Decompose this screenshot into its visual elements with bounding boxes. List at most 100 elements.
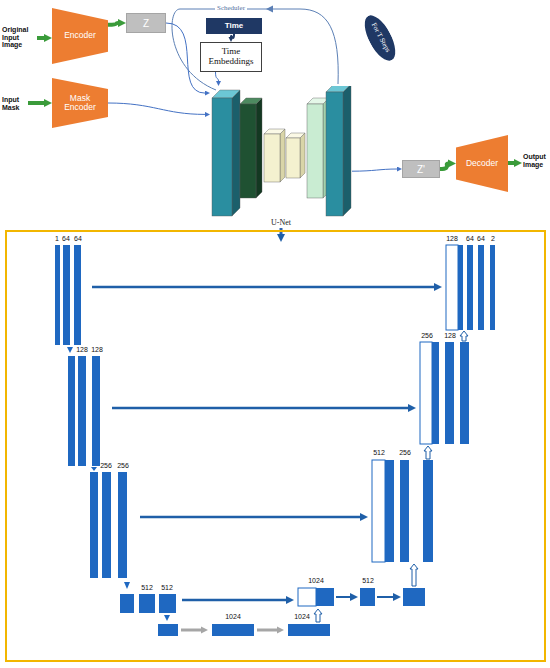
feature-map: [423, 460, 433, 562]
embedding-box: Time Embeddings: [200, 42, 262, 72]
ellipse-outline: [359, 11, 402, 65]
skip-connection: [92, 286, 434, 289]
feature-map: [467, 245, 473, 330]
unet-layer: [326, 92, 343, 216]
feature-map: [90, 472, 98, 578]
conv-arrow: [181, 629, 201, 632]
detail-frame: [6, 231, 545, 661]
latent-box: Z: [126, 13, 166, 33]
node-text: Z': [417, 164, 425, 175]
node-text: Encoder: [64, 31, 96, 40]
channel-count: 1024: [294, 613, 310, 621]
feature-map: [74, 245, 81, 345]
feature-map: [139, 594, 155, 613]
flow-arrow: [440, 164, 448, 170]
input-label: Input Mask: [2, 96, 26, 111]
unet-block-shape: [210, 86, 352, 228]
flow-arrow: [108, 23, 118, 25]
pool-mark: [67, 347, 73, 353]
feature-map: [118, 472, 127, 578]
channel-count: 512: [161, 584, 173, 592]
feature-map: [432, 342, 439, 444]
channel-count: 256: [399, 449, 411, 457]
conv-arrow: [257, 629, 277, 632]
time-box: Time: [206, 18, 262, 34]
channel-count: 512: [141, 584, 153, 592]
unet-layer: [286, 138, 300, 178]
unet-layer-side: [256, 98, 262, 198]
trapezoid-outline: [52, 8, 108, 64]
pool-mark: [124, 582, 130, 589]
unet-layer-side: [280, 129, 285, 182]
feature-map: [92, 356, 100, 466]
unet-layer-top: [307, 98, 329, 104]
copied-map: [446, 245, 458, 330]
unet-layer-side: [343, 86, 351, 216]
loop-badge: For T Steps: [359, 11, 402, 65]
channel-count: 128: [444, 332, 456, 340]
channel-count: 128: [76, 346, 88, 354]
input-line: [216, 72, 219, 81]
feature-map: [68, 356, 75, 466]
node-text: Time: [225, 22, 244, 31]
pool-mark: [164, 615, 170, 621]
output-line: [352, 169, 397, 171]
scheduler-arrow-head: [266, 6, 273, 13]
unet-layer: [264, 134, 280, 182]
channel-count: 256: [421, 332, 433, 340]
conv-arrow: [336, 596, 350, 598]
node-text: U-Net: [271, 219, 291, 228]
upsample-arrow: [424, 446, 432, 459]
feature-map: [400, 460, 409, 562]
unet-layer-top: [240, 98, 262, 104]
channel-count: 128: [446, 235, 458, 243]
feature-map: [458, 245, 463, 330]
feature-map: [360, 588, 375, 606]
upsample-arrow: [460, 331, 468, 341]
feature-map: [445, 342, 454, 444]
channel-count: 512: [373, 449, 385, 457]
unet-layer-top: [286, 133, 305, 138]
node-text: Decoder: [466, 159, 498, 168]
copied-map: [298, 588, 316, 606]
input-arrow: [28, 101, 44, 105]
node-text: Time Embeddings: [201, 47, 261, 67]
unet-block: U-Net: [210, 86, 352, 228]
feature-map: [316, 588, 334, 606]
channel-count: 64: [62, 235, 70, 243]
feature-map: [460, 342, 469, 444]
encoder-block: Encoder: [52, 8, 108, 64]
node-text: Mask Encoder: [62, 94, 98, 113]
feature-map: [288, 624, 330, 636]
encoder-block: Mask Encoder: [52, 78, 108, 128]
latent-box: Z': [402, 160, 440, 178]
scheduler-label: Scheduler: [215, 5, 247, 13]
channel-count: 1024: [225, 613, 241, 621]
conv-arrow: [377, 596, 393, 598]
channel-count: 64: [466, 235, 474, 243]
channel-count: 64: [477, 235, 485, 243]
copied-map: [372, 460, 385, 562]
output-arrow: [508, 161, 514, 165]
channel-count: 2: [491, 235, 495, 243]
decoder-block: Decoder: [456, 135, 508, 192]
input-arrow: [37, 36, 44, 40]
feature-map: [158, 624, 178, 636]
feature-map: [385, 460, 394, 562]
unet-layer: [212, 98, 232, 216]
unet-layer: [240, 104, 256, 198]
skip-connection: [112, 407, 408, 410]
feature-map: [120, 594, 134, 613]
output-label: Output Image: [523, 153, 549, 168]
feature-map: [403, 588, 425, 606]
channel-count: 128: [91, 346, 103, 354]
upsample-arrow: [410, 564, 418, 586]
feature-map: [159, 594, 176, 613]
trapezoid-outline: [52, 78, 108, 128]
trapezoid-outline: [456, 135, 508, 192]
unet-layer-top: [326, 86, 351, 92]
node-text: Z: [143, 18, 149, 29]
channel-count: 512: [362, 577, 374, 585]
upsample-arrow: [314, 609, 322, 622]
